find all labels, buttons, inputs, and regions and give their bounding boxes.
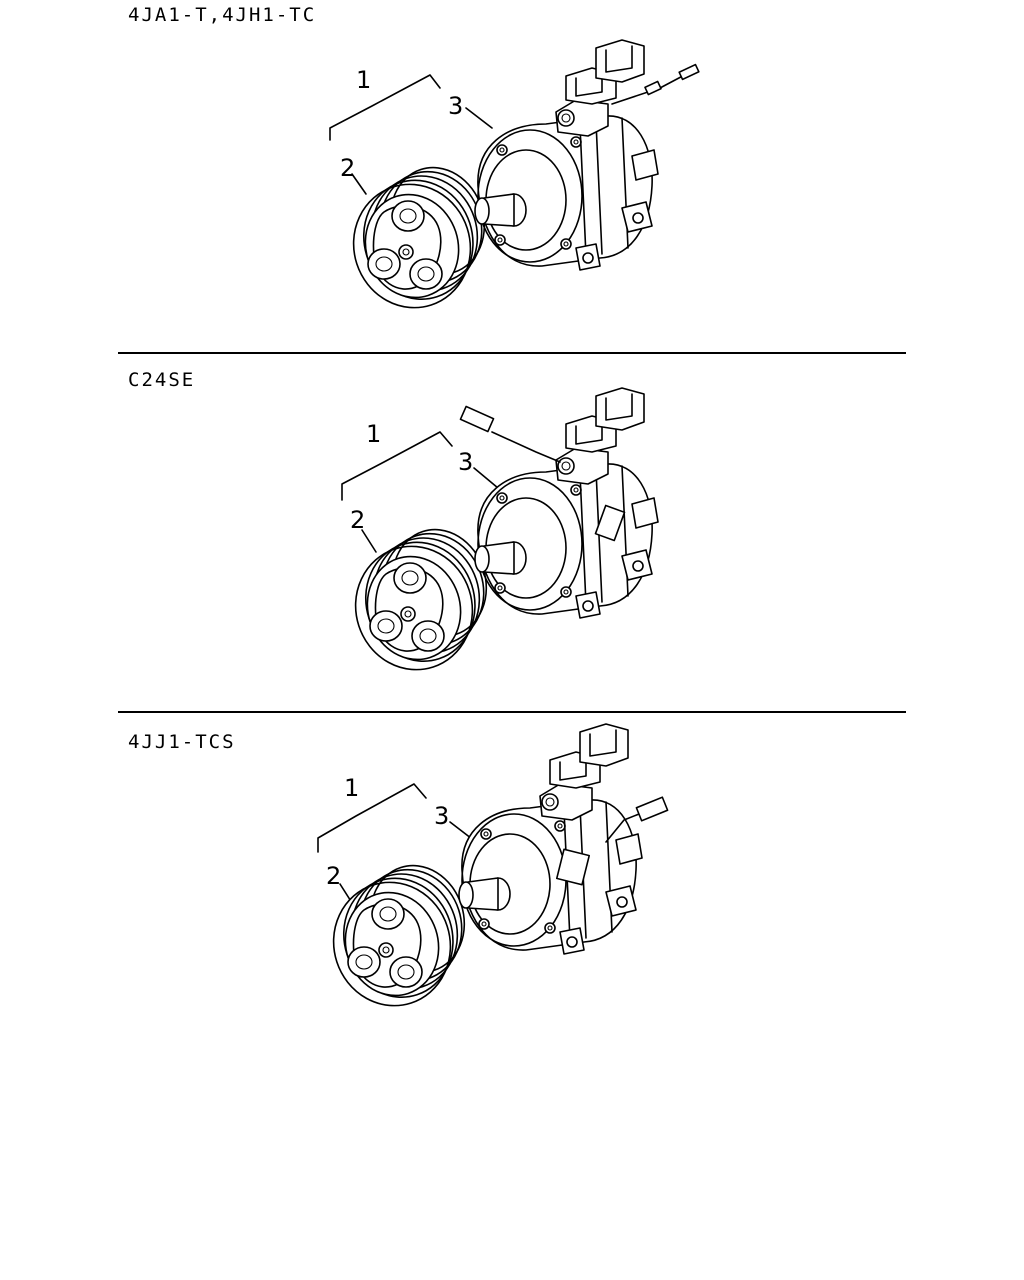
callout-3-item-3: 3 <box>434 802 449 830</box>
callout-2-item-2: 2 <box>350 506 365 534</box>
leader-line-3b <box>473 467 499 489</box>
section-title-2: C24SE <box>128 369 196 391</box>
pulley-assembly-2 <box>338 516 501 686</box>
leader-line-2b <box>361 529 377 553</box>
diagram-group-1: 1 2 3 <box>329 39 700 324</box>
section-title-3: 4JJ1-TCS <box>128 731 236 753</box>
section-title-1: 4JA1-T,4JH1-TC <box>128 4 317 26</box>
pulley-assembly-3 <box>316 852 479 1022</box>
pulley-assembly-1 <box>336 154 499 324</box>
section-divider-2 <box>118 711 906 713</box>
compressor-1 <box>474 39 659 271</box>
leader-bracket-1 <box>329 74 441 141</box>
harness-wire-3 <box>605 811 645 843</box>
callout-3-item-1: 1 <box>344 774 359 802</box>
callout-3-item-2: 2 <box>326 862 341 890</box>
leader-line-3 <box>465 107 493 129</box>
harness-wire-2 <box>491 431 561 463</box>
callout-2-item-3: 3 <box>458 448 473 476</box>
callout-1-item-1: 1 <box>356 66 371 94</box>
callout-1-item-2: 2 <box>340 154 355 182</box>
diagram-group-3: 1 2 3 <box>316 723 669 1022</box>
section-divider-1 <box>118 352 906 354</box>
callout-2-item-1: 1 <box>366 420 381 448</box>
compressor-3 <box>458 723 643 955</box>
callout-1-item-3: 3 <box>448 92 463 120</box>
diagram-group-2: 1 2 3 <box>338 387 659 686</box>
leader-line-2 <box>351 173 367 195</box>
leader-bracket-3 <box>317 783 427 853</box>
leader-bracket-2 <box>341 431 453 501</box>
compressor-2 <box>474 387 659 619</box>
